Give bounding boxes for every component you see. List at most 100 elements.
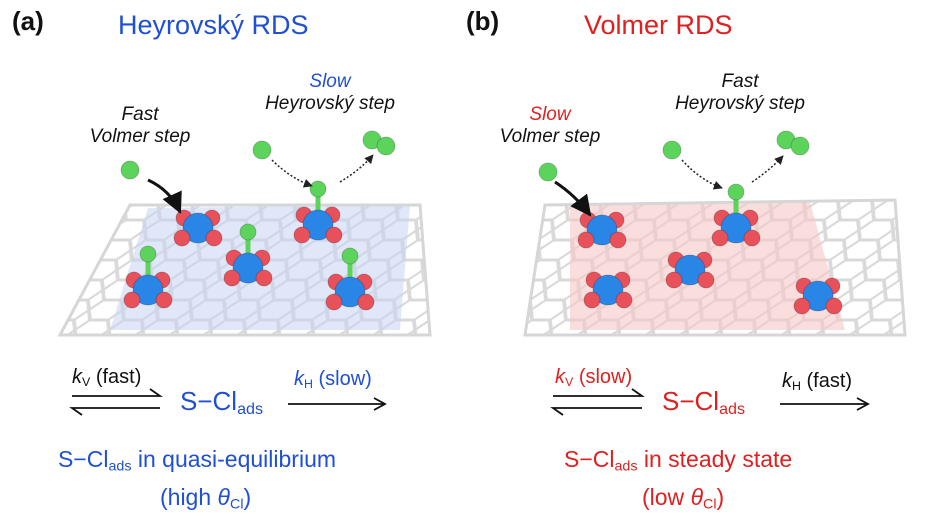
state-sub-b: ads: [614, 458, 638, 475]
sulfur-atom: [232, 252, 264, 284]
sulfur-atom: [592, 274, 624, 306]
kv-k-b: k: [555, 366, 565, 388]
chlorine-atom: [309, 180, 327, 198]
sulfur-atom: [674, 254, 706, 286]
oxygen-atom: [155, 291, 173, 309]
coverage-pre-b: (low: [642, 484, 691, 510]
oxygen-atom: [293, 226, 311, 244]
forward-arrow-a: [288, 397, 387, 411]
heyrovsky-speed-a: Slow: [309, 71, 351, 92]
heyrovsky-out-arrow-b: [751, 155, 784, 183]
kh-label-a: kH (slow): [294, 368, 372, 391]
chlorine-atom: [790, 136, 810, 156]
coverage-line-b: (low θCl): [642, 484, 724, 513]
chlorine-atom: [120, 160, 140, 180]
oxygen-atom: [255, 269, 273, 287]
state-sub-a: ads: [108, 458, 132, 475]
heyrovsky-speed-b: Fast: [721, 71, 759, 92]
volmer-step-a: Volmer step: [89, 126, 191, 147]
oxygen-atom: [825, 297, 843, 315]
chlorine-atom: [341, 247, 359, 265]
volmer-step-b: Volmer step: [499, 126, 601, 147]
state-main-b: S−Cl: [564, 446, 615, 472]
oxygen-atom: [173, 229, 191, 247]
oxygen-atom: [665, 271, 683, 289]
kh-k-a: k: [294, 368, 304, 390]
coverage-post-a: ): [243, 484, 252, 510]
coverage-theta-b: θ: [690, 484, 704, 510]
coverage-pre-a: (high: [160, 484, 218, 510]
oxygen-atom: [325, 226, 343, 244]
oxygen-atom: [609, 231, 627, 249]
heyrovsky-in-arrow-b: [681, 159, 723, 190]
oxygen-atom: [743, 229, 761, 247]
chlorine-atom: [376, 136, 396, 156]
chlorine-atom: [538, 162, 558, 182]
kh-k-b: k: [782, 370, 792, 392]
oxygen-atom: [711, 229, 729, 247]
volmer-arrow-b: [554, 180, 592, 217]
species-sub-a: ads: [237, 400, 264, 419]
kh-rate-a: (slow): [318, 368, 372, 390]
volmer-speed-b: Slow: [529, 104, 571, 125]
panel-a-title: Heyrovský RDS: [118, 10, 309, 40]
molecule-group-b: [538, 130, 843, 315]
kv-label-b: kV (slow): [555, 366, 632, 389]
molecule-group-a: [120, 130, 396, 311]
species-main-b: S−Cl: [662, 386, 720, 416]
species-b: S−Clads: [662, 386, 745, 419]
heyrovsky-step-a: Heyrovský step: [265, 93, 395, 114]
kv-rate-a: (fast): [95, 366, 142, 388]
heyrovsky-in-arrow-a: [271, 159, 313, 188]
oxygen-atom: [357, 293, 375, 311]
kh-sub-a: H: [304, 377, 313, 392]
chlorine-atom: [662, 140, 682, 160]
state-line-a: S−Clads in quasi-equilibrium: [58, 446, 336, 475]
state-rest-b: in steady state: [643, 446, 793, 472]
oxygen-atom: [577, 231, 595, 249]
panel-b-letter: (b): [466, 6, 500, 36]
state-rest-a: in quasi-equilibrium: [137, 446, 337, 472]
kv-label-a: kV (fast): [72, 366, 141, 389]
coverage-theta-a: θ: [217, 484, 231, 510]
chlorine-atom: [252, 140, 272, 160]
panel-a-heyrovsky-label: Slow Heyrovský step: [240, 71, 420, 115]
oxygen-atom: [223, 269, 241, 287]
oxygen-atom: [123, 291, 141, 309]
species-sub-b: ads: [719, 400, 746, 419]
oxygen-atom: [697, 271, 715, 289]
kv-rate-b: (slow): [578, 366, 633, 388]
equilibrium-arrows-a: [69, 388, 163, 416]
state-main-a: S−Cl: [58, 446, 109, 472]
oxygen-atom: [615, 291, 633, 309]
panel-a-volmer-label: Fast Volmer step: [70, 104, 210, 148]
panel-a-letter: (a): [12, 6, 44, 36]
sulfur-atom: [586, 214, 618, 246]
panel-b-heyrovsky-label: Fast Heyrovský step: [650, 71, 830, 115]
kh-sub-b: H: [792, 379, 801, 394]
sulfur-atom: [302, 209, 334, 241]
oxygen-atom: [793, 297, 811, 315]
forward-arrow-b: [780, 397, 870, 411]
kv-k-a: k: [72, 366, 82, 388]
kh-label-b: kH (fast): [782, 370, 852, 393]
sulfur-atom: [132, 274, 164, 306]
species-main-a: S−Cl: [180, 386, 238, 416]
oxygen-atom: [325, 293, 343, 311]
oxygen-atom: [583, 291, 601, 309]
sulfur-atom: [334, 276, 366, 308]
coverage-post-b: ): [716, 484, 725, 510]
kh-rate-b: (fast): [806, 370, 853, 392]
heyrovsky-out-arrow-a: [339, 154, 374, 183]
coverage-line-a: (high θCl): [160, 484, 251, 513]
chlorine-atom: [139, 245, 157, 263]
volmer-speed-a: Fast: [121, 104, 159, 125]
chlorine-atom: [239, 223, 257, 241]
chlorine-atom: [727, 183, 745, 201]
sulfur-atom: [802, 280, 834, 312]
kv-sub-b: V: [565, 375, 574, 390]
volmer-arrow-a: [147, 178, 182, 214]
equilibrium-arrows-b: [550, 388, 645, 416]
sulfur-atom: [182, 212, 214, 244]
